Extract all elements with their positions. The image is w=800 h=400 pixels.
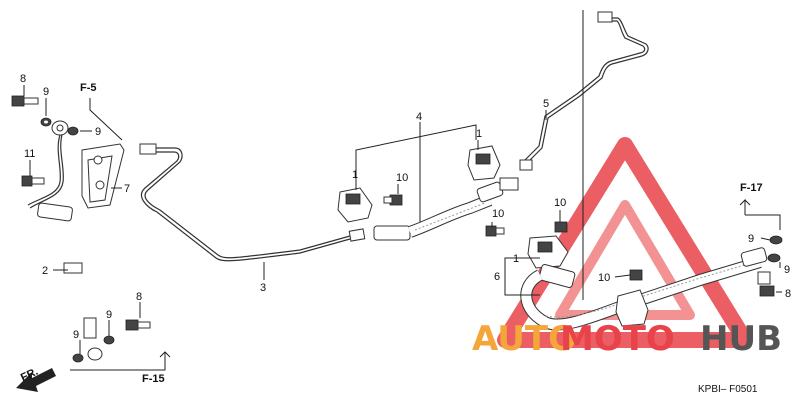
label-part-5: 5 (543, 98, 549, 110)
label-part-10-right: 10 (554, 197, 566, 209)
label-part-1-lower: 1 (513, 253, 519, 265)
bolt-8-top (11, 95, 25, 107)
pipe-3-flare-nut-left (139, 143, 157, 155)
washer-9-far-a (769, 235, 783, 245)
label-part-10-mid2: 10 (492, 208, 504, 220)
washer-9-far-b (767, 253, 781, 263)
watermark-moto: MOTO (560, 319, 675, 359)
hose-2-fitting-lower (83, 317, 97, 339)
pipe-5-flare-nut-top (597, 11, 613, 23)
label-part-8-top: 8 (20, 73, 26, 85)
part-number-labels: 8 9 9 11 7 2 3 9 9 8 4 1 1 10 10 5 10 6 … (20, 73, 791, 341)
bolt-11 (21, 175, 33, 187)
label-part-1-left: 1 (352, 169, 358, 181)
label-part-8-lower: 8 (136, 291, 142, 303)
bolt-10-lower (629, 269, 643, 281)
hose-6-fitting-right (740, 247, 768, 267)
label-part-9-lower-a: 9 (73, 329, 79, 341)
right-hose-assembly-6 (520, 221, 783, 331)
label-part-10-lower: 10 (598, 272, 610, 284)
ref-f17: F-17 (740, 182, 763, 194)
hose-6-clamp (615, 289, 649, 327)
left-caliper-hose-assembly (11, 95, 151, 363)
bolt-10-mid (485, 225, 497, 237)
hose-4-fitting-left (373, 225, 411, 241)
leader-lines-center (355, 122, 493, 228)
label-part-9-far-b: 9 (784, 264, 790, 276)
ref-f15: F-15 (142, 373, 165, 385)
label-part-4: 4 (416, 111, 422, 123)
banjo-fitting-lower (87, 347, 103, 361)
label-part-9-right: 9 (95, 126, 101, 138)
front-direction-arrow (16, 368, 56, 392)
junction-fitting (499, 177, 519, 191)
label-part-1-right: 1 (476, 128, 482, 140)
label-part-9-far-a: 9 (748, 233, 754, 245)
hose-6-fitting (538, 264, 576, 288)
label-part-3: 3 (260, 282, 266, 294)
bolt-8-lower (125, 319, 139, 331)
leader-lines-left (23, 85, 171, 371)
reference-labels: F-5 F-15 F-17 FR. KPBI– F0501 (19, 82, 763, 395)
label-part-7: 7 (124, 183, 130, 195)
leader-lines-right (504, 198, 782, 296)
label-part-9-lower-b: 9 (106, 309, 112, 321)
label-part-11: 11 (24, 148, 35, 160)
drawing-code: KPBI– F0501 (698, 384, 758, 395)
watermark-auto: AUTO (472, 319, 577, 359)
label-part-2: 2 (42, 265, 48, 277)
label-part-10-mid: 10 (396, 172, 408, 184)
label-part-6: 6 (494, 271, 500, 283)
brake-pipe-5 (519, 11, 649, 171)
washer-9-right (67, 126, 79, 136)
hose-clamp-1-left (337, 187, 373, 223)
watermark-hub: HUB (700, 319, 782, 359)
label-part-8-far: 8 (785, 288, 791, 300)
watermark-text: AUTO MOTO HUB (472, 319, 782, 359)
label-part-9-top: 9 (43, 86, 49, 98)
hose-2-fitting-upper (37, 202, 73, 222)
washer-9-lower-b (103, 335, 115, 345)
pipe-3-flare-nut-right (348, 228, 366, 242)
ref-f5: F-5 (80, 82, 97, 94)
bolt-10-right (554, 221, 568, 233)
bolt-8-far (759, 285, 775, 297)
brake-pipe-3 (139, 143, 366, 262)
washer-9-lower-a (72, 353, 84, 363)
pipe-5-flare-nut-bottom (519, 159, 533, 171)
hose-2-clamp (63, 262, 83, 274)
center-hose-assembly-4 (337, 145, 519, 241)
